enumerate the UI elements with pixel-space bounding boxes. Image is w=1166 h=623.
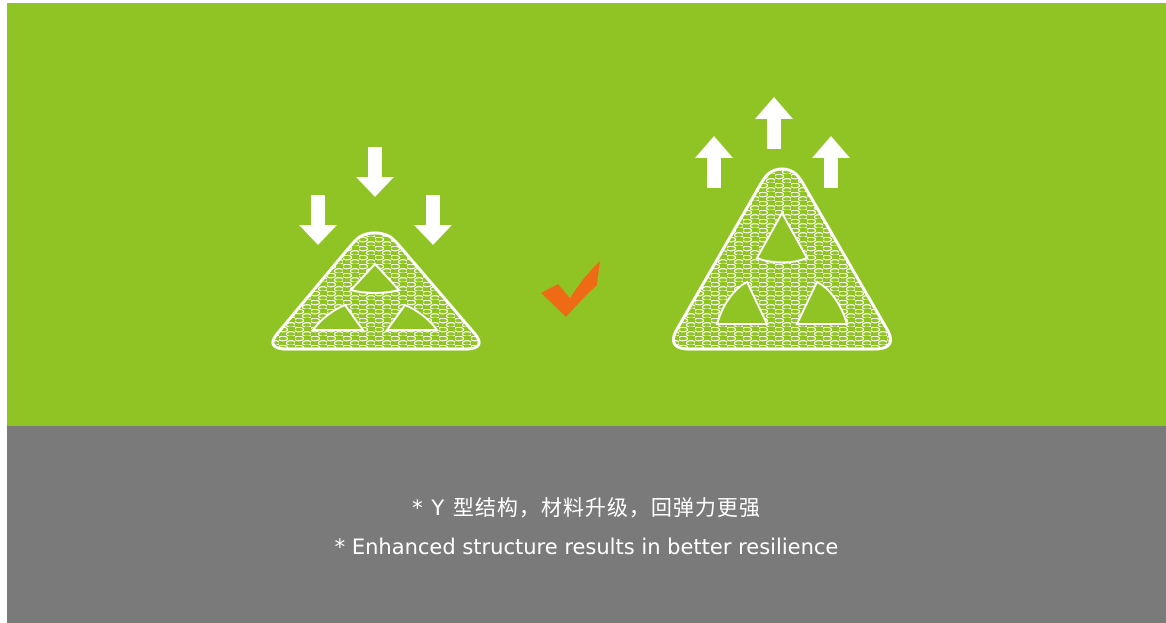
up-arrow-icon bbox=[755, 97, 793, 149]
rebounding-triangle-hole bbox=[755, 210, 809, 264]
down-arrow-icon bbox=[356, 147, 394, 197]
down-arrow-icon bbox=[356, 147, 394, 197]
caption-panel bbox=[7, 426, 1166, 623]
compressed-structure-group bbox=[271, 147, 481, 351]
compressed-triangle-hole bbox=[349, 262, 401, 294]
checkmark-icon bbox=[541, 261, 600, 317]
compressed-triangle-hole bbox=[385, 303, 439, 331]
rebounding-triangle-hole bbox=[715, 280, 769, 325]
rebounding-structure-group bbox=[672, 97, 892, 351]
compressed-triangle-mesh bbox=[271, 231, 481, 351]
up-arrow-icon bbox=[812, 136, 850, 188]
down-arrow-icon bbox=[414, 195, 452, 245]
illustration-panel bbox=[7, 3, 1166, 426]
caption-chinese: * Y 型结构，材料升级，回弹力更强 bbox=[412, 496, 761, 520]
caption-english: * Enhanced structure results in better r… bbox=[334, 535, 839, 559]
up-arrow-icon bbox=[812, 136, 850, 188]
product-feature-banner: * Y 型结构，材料升级，回弹力更强 * Enhanced structure … bbox=[7, 3, 1166, 623]
down-arrow-icon bbox=[414, 195, 452, 245]
up-arrow-icon bbox=[695, 136, 733, 188]
up-arrow-icon bbox=[695, 136, 733, 188]
rebounding-triangle-hole bbox=[795, 280, 849, 325]
down-arrow-icon bbox=[299, 195, 337, 245]
down-arrow-icon bbox=[299, 195, 337, 245]
up-arrow-icon bbox=[755, 97, 793, 149]
compressed-triangle-hole bbox=[311, 303, 365, 331]
resilience-illustration bbox=[271, 97, 892, 351]
rebounding-triangle-mesh bbox=[672, 167, 892, 351]
